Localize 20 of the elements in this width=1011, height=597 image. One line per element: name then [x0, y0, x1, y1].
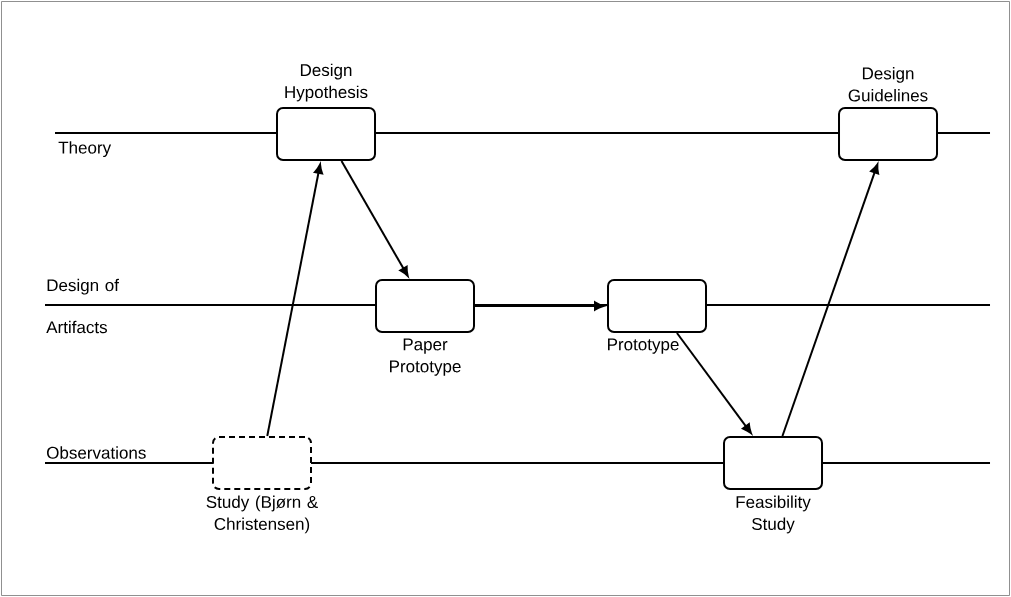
lane-label: Design of Artifacts: [46, 278, 119, 334]
node-label: Feasibility Study: [736, 495, 811, 534]
process-box: Prototype: [607, 279, 707, 354]
process-box: Paper Prototype: [375, 279, 475, 376]
arrow: [340, 160, 409, 277]
arrow: [781, 163, 880, 437]
node-label: Study (Bjørn & Christensen): [206, 495, 318, 534]
node-label: Prototype: [608, 338, 679, 354]
node-label: Design Guidelines: [848, 66, 928, 102]
node-label: Design Hypothesis: [285, 63, 368, 102]
process-box: Feasibility Study: [723, 436, 823, 534]
lane-label: Observations: [47, 446, 146, 459]
process-box: Design Guidelines: [838, 67, 938, 161]
process-box: Design Hypothesis: [276, 63, 376, 161]
arrow: [266, 163, 324, 437]
arrow: [675, 332, 752, 435]
process-box: Study (Bjørn & Christensen): [206, 436, 318, 534]
arrow: [474, 301, 605, 311]
node-label: Paper Prototype: [390, 338, 461, 376]
lane-label: Theory: [58, 141, 112, 158]
